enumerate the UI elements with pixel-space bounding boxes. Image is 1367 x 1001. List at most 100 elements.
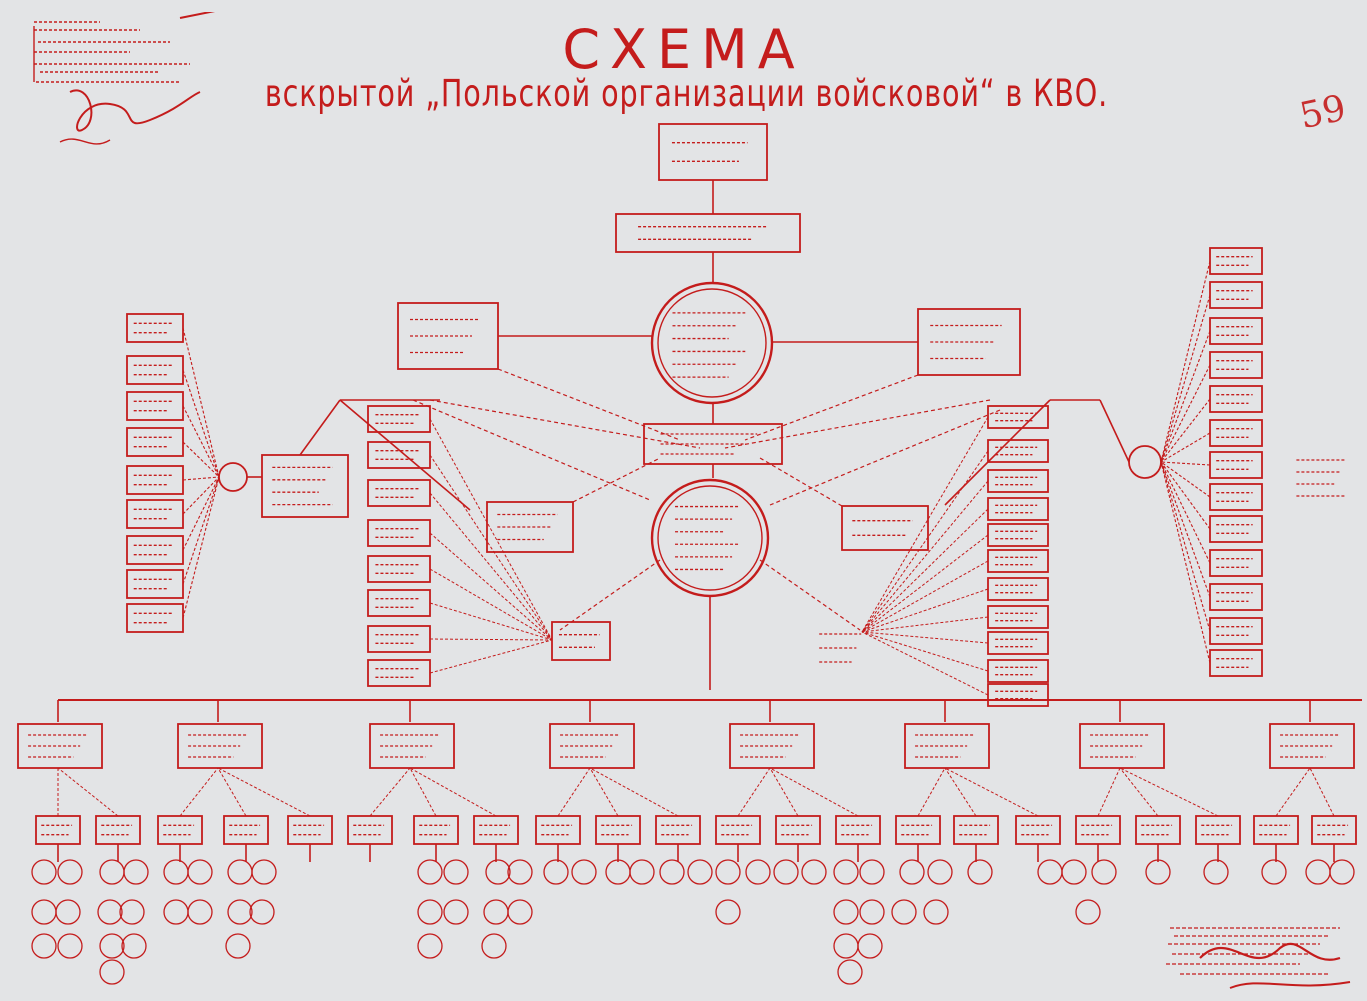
inner-right-box [987, 549, 1049, 573]
dashed-link [861, 450, 989, 633]
dashed-link [1275, 767, 1311, 817]
person-node [507, 859, 533, 885]
person-node [57, 933, 83, 959]
dashed-link [429, 492, 553, 641]
dashed-link [429, 602, 553, 641]
person-node [833, 899, 859, 925]
unit-box [1075, 815, 1121, 845]
right-leaf-box [1209, 583, 1263, 611]
division-box [729, 723, 815, 769]
lower-circle-outer [650, 478, 770, 598]
person-node [485, 859, 511, 885]
dashed-link [769, 767, 859, 817]
dashed-link [744, 374, 919, 441]
unit-box [287, 815, 333, 845]
left-leaf-box [126, 465, 184, 495]
person-node [571, 859, 597, 885]
dashed-link [429, 399, 701, 449]
dashed-link [429, 638, 553, 641]
dashed-link [409, 767, 497, 817]
person-node [1203, 859, 1229, 885]
dashed-link [1160, 461, 1211, 664]
person-node [227, 899, 253, 925]
person-node [773, 859, 799, 885]
right-leaf-box [1209, 649, 1263, 677]
dashed-link [572, 457, 661, 503]
right-leaf-box [1209, 419, 1263, 447]
dashed-link [497, 368, 681, 441]
dashed-link [589, 767, 619, 817]
dashed-link [429, 639, 553, 674]
dashed-link [429, 568, 553, 641]
right-upper-box [917, 308, 1021, 376]
person-node [1261, 859, 1287, 885]
person-node [715, 859, 741, 885]
person-node [123, 859, 149, 885]
person-node [163, 859, 189, 885]
dashed-link [182, 441, 220, 478]
person-node [225, 933, 251, 959]
inner-left-box [367, 659, 431, 687]
approval-stamp [33, 12, 216, 145]
dashed-link [769, 767, 799, 817]
unit-box [35, 815, 81, 845]
connector-line [1099, 399, 1130, 463]
person-node [857, 933, 883, 959]
dashed-link [1097, 767, 1121, 817]
right-mid-box [841, 505, 929, 551]
right-leaf-box [1209, 281, 1263, 309]
dashed-link [861, 631, 989, 644]
division-box [369, 723, 455, 769]
person-node [833, 859, 859, 885]
person-node [481, 933, 507, 959]
dashed-link [1160, 432, 1211, 463]
left-leaf-box [126, 391, 184, 421]
person-node [251, 859, 277, 885]
dashed-link [182, 369, 220, 478]
left-hub-node [218, 462, 248, 492]
person-node [227, 859, 253, 885]
inner-right-box [987, 523, 1049, 547]
unit-box [157, 815, 203, 845]
left-hub-box [261, 454, 349, 518]
unit-box [1253, 815, 1299, 845]
dashed-link [412, 399, 651, 501]
person-node [187, 859, 213, 885]
division-box [1079, 723, 1165, 769]
dashed-link [369, 767, 411, 817]
lower-circle-inner [657, 485, 763, 591]
division-box [549, 723, 635, 769]
inner-right-box [987, 683, 1049, 707]
dashed-link [1119, 767, 1219, 817]
unit-box [413, 815, 459, 845]
dashed-link [737, 767, 771, 817]
person-node [187, 899, 213, 925]
division-box [1269, 723, 1355, 769]
dashed-link [182, 476, 220, 481]
dashed-link [217, 767, 247, 817]
dashed-link [182, 476, 220, 551]
dashed-link [1160, 461, 1211, 466]
inner-left-box [367, 555, 431, 583]
dashed-link [861, 416, 989, 633]
dashed-link [1160, 294, 1211, 463]
unit-box [655, 815, 701, 845]
person-node [57, 859, 83, 885]
dashed-link [861, 560, 989, 633]
left-leaf-box [126, 535, 184, 565]
dashed-link [1160, 461, 1211, 530]
dashed-link [861, 508, 989, 633]
inner-left-box [367, 405, 431, 433]
right-leaf-box [1209, 451, 1263, 479]
unit-box [95, 815, 141, 845]
unit-box [1311, 815, 1357, 845]
dashed-link [182, 405, 220, 478]
left-leaf-box [126, 427, 184, 457]
inner-right-box [987, 577, 1049, 601]
certification-signature [1166, 927, 1351, 989]
dashed-link [1160, 461, 1211, 598]
inner-left-box [367, 479, 431, 507]
person-node [443, 859, 469, 885]
person-node [1091, 859, 1117, 885]
right-hub-node [1128, 445, 1162, 479]
